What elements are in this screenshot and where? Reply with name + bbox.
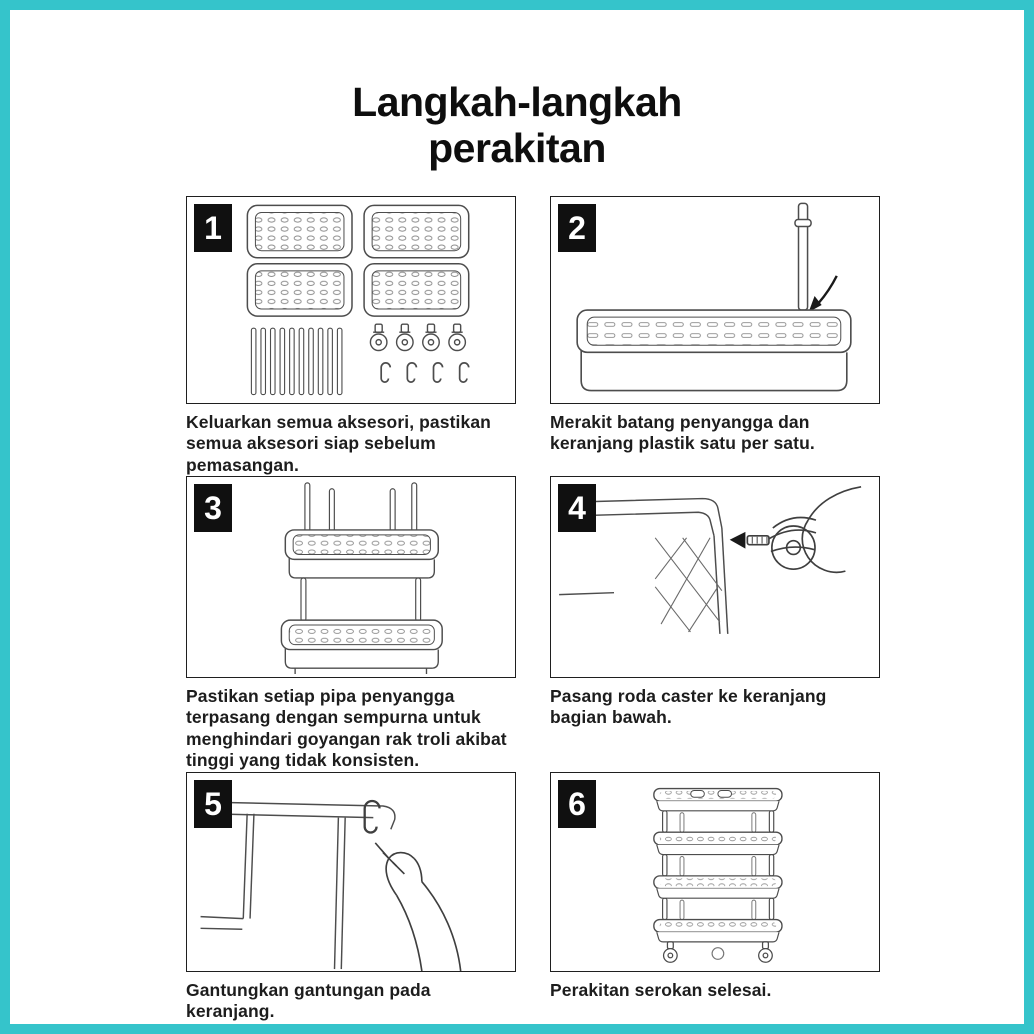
arrow-to-joint	[808, 275, 838, 313]
step-card-3: 3	[186, 476, 516, 771]
arrow-left	[729, 531, 746, 549]
step-5-illustration	[200, 799, 462, 971]
basket-rim	[200, 801, 396, 970]
step-5-number-badge: 5	[194, 780, 232, 828]
support-pole	[794, 202, 812, 311]
basket-corner	[559, 497, 729, 634]
plastic-basket	[576, 309, 852, 392]
step-4-box: 4	[550, 476, 880, 678]
step-5-box: 5	[186, 772, 516, 972]
step-card-2: 2	[550, 196, 880, 455]
step-2-caption: Merakit batang penyangga dan keranjang p…	[550, 412, 815, 454]
title-line-1: Langkah-langkah	[352, 79, 682, 125]
step-6-box: 6	[550, 772, 880, 972]
tier-4	[653, 918, 783, 943]
step-4-caption: Pasang roda caster ke keranjang bagian b…	[550, 686, 827, 728]
step-1-box: 1	[186, 196, 516, 404]
hand	[768, 485, 862, 574]
tier-2	[653, 831, 783, 856]
step-3-illustration	[280, 482, 443, 675]
upper-basket	[284, 529, 439, 579]
step-4-illustration	[559, 485, 862, 634]
front-casters	[662, 941, 773, 963]
tier-3	[653, 875, 783, 899]
support-pipes	[250, 327, 343, 396]
step-card-6: 6	[550, 772, 880, 1001]
rear-wheel	[711, 947, 725, 960]
hanging-hook	[363, 799, 381, 834]
lattice-frame	[654, 537, 723, 633]
step-3-box: 3	[186, 476, 516, 678]
step-6-caption: Perakitan serokan selesai.	[550, 980, 772, 1000]
step-1-caption: Keluarkan semua aksesori, pastikan semua…	[186, 412, 491, 475]
step-card-1: 1	[186, 196, 516, 476]
caster-wheels	[369, 323, 467, 352]
corner-sticker	[10, 22, 126, 128]
step-5-caption: Gantungkan gantungan pada keranjang.	[186, 980, 431, 1022]
hand	[374, 842, 462, 971]
tier-1	[653, 787, 783, 812]
middle-poles	[300, 577, 422, 622]
top-poles	[304, 482, 418, 533]
step-2-illustration	[576, 202, 852, 392]
step-1-number-badge: 1	[194, 204, 232, 252]
page-title: Langkah-langkah perakitan	[10, 79, 1024, 172]
step-card-5: 5	[186, 772, 516, 1023]
step-6-number-badge: 6	[558, 780, 596, 828]
step-card-4: 4	[550, 476, 880, 729]
step-4-number-badge: 4	[558, 484, 596, 532]
step-3-number-badge: 3	[194, 484, 232, 532]
s-hooks	[380, 362, 470, 383]
step-6-illustration	[653, 787, 783, 963]
step-2-box: 2	[550, 196, 880, 404]
step-2-number-badge: 2	[558, 204, 596, 252]
step-1-illustration	[246, 204, 470, 396]
title-line-2: perakitan	[428, 124, 606, 171]
step-3-caption: Pastikan setiap pipa penyangga terpasang…	[186, 686, 507, 771]
poles	[679, 812, 757, 921]
lower-basket	[280, 619, 443, 675]
